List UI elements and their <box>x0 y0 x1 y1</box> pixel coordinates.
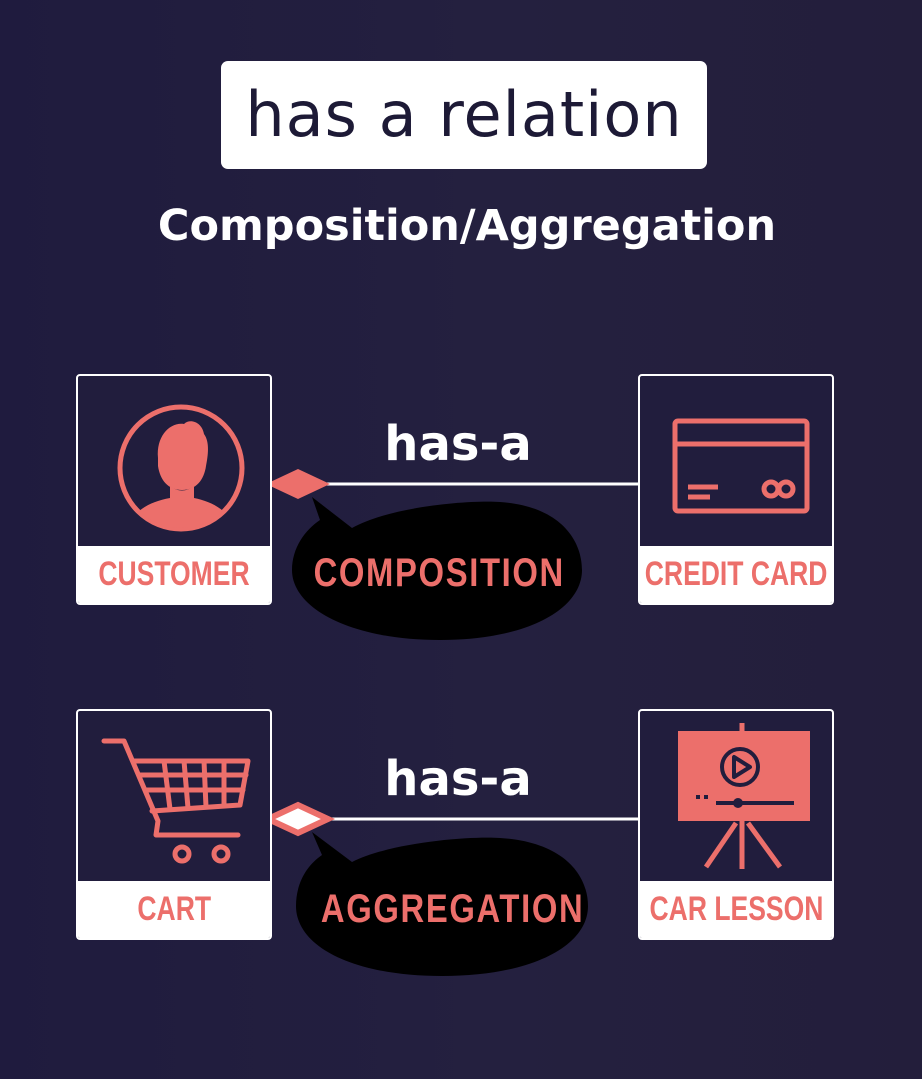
credit-card-label: CREDIT CARD <box>644 555 828 593</box>
cart-label: CART <box>137 890 211 928</box>
aggregation-bubble <box>296 832 588 976</box>
video-presentation-icon <box>678 723 810 869</box>
page-title: has a relation <box>245 78 683 151</box>
aggregation-label: AGGREGATION <box>320 887 585 931</box>
aggregation-diamond <box>260 801 336 837</box>
cart-card: CART <box>76 709 272 940</box>
user-avatar-icon <box>117 404 245 532</box>
customer-label: CUSTOMER <box>98 555 250 593</box>
car-lesson-label: CAR LESSON <box>649 890 823 928</box>
composition-has-a-label: has-a <box>384 416 532 472</box>
credit-card-card: CREDIT CARD <box>638 374 834 605</box>
customer-card: CUSTOMER <box>76 374 272 605</box>
title-box: has a relation <box>221 61 707 169</box>
aggregation-has-a-label: has-a <box>384 751 532 807</box>
car-lesson-card: CAR LESSON <box>638 709 834 940</box>
composition-label: COMPOSITION <box>313 551 565 595</box>
shopping-cart-icon <box>101 738 251 864</box>
composition-diamond <box>266 469 330 499</box>
credit-card-icon <box>672 418 810 514</box>
composition-bubble <box>292 497 582 640</box>
page-subtitle: Composition/Aggregation <box>157 201 777 251</box>
